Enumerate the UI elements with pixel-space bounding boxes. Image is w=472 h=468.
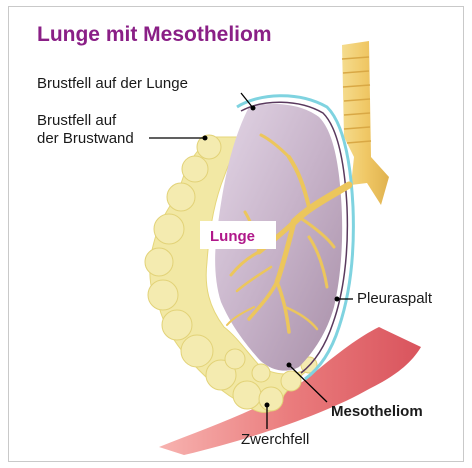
label-mesotheliom: Mesotheliom [331,403,423,420]
label-lunge: Lunge [210,228,255,245]
label-brustfell-wand-line1: Brustfell auf [37,112,117,129]
lung-mesothelioma-illustration: Lunge mit Mesotheliom [9,7,463,461]
leader-dot-zwerchfell [265,403,270,408]
leader-dot-pleuraspalt [335,297,340,302]
leader-dot-brustfell-wand [203,136,208,141]
label-pleuraspalt: Pleuraspalt [357,290,433,307]
diagram-title: Lunge mit Mesotheliom [37,23,272,46]
leader-dot-brustfell-lunge [251,106,256,111]
label-zwerchfell: Zwerchfell [241,431,309,448]
trachea [342,41,389,205]
label-brustfell-wand-line2: der Brustwand [37,130,134,147]
leader-dot-mesotheliom [287,363,292,368]
diagram-frame: Lunge mit Mesotheliom [8,6,464,462]
label-brustfell-lunge: Brustfell auf der Lunge [37,75,188,92]
